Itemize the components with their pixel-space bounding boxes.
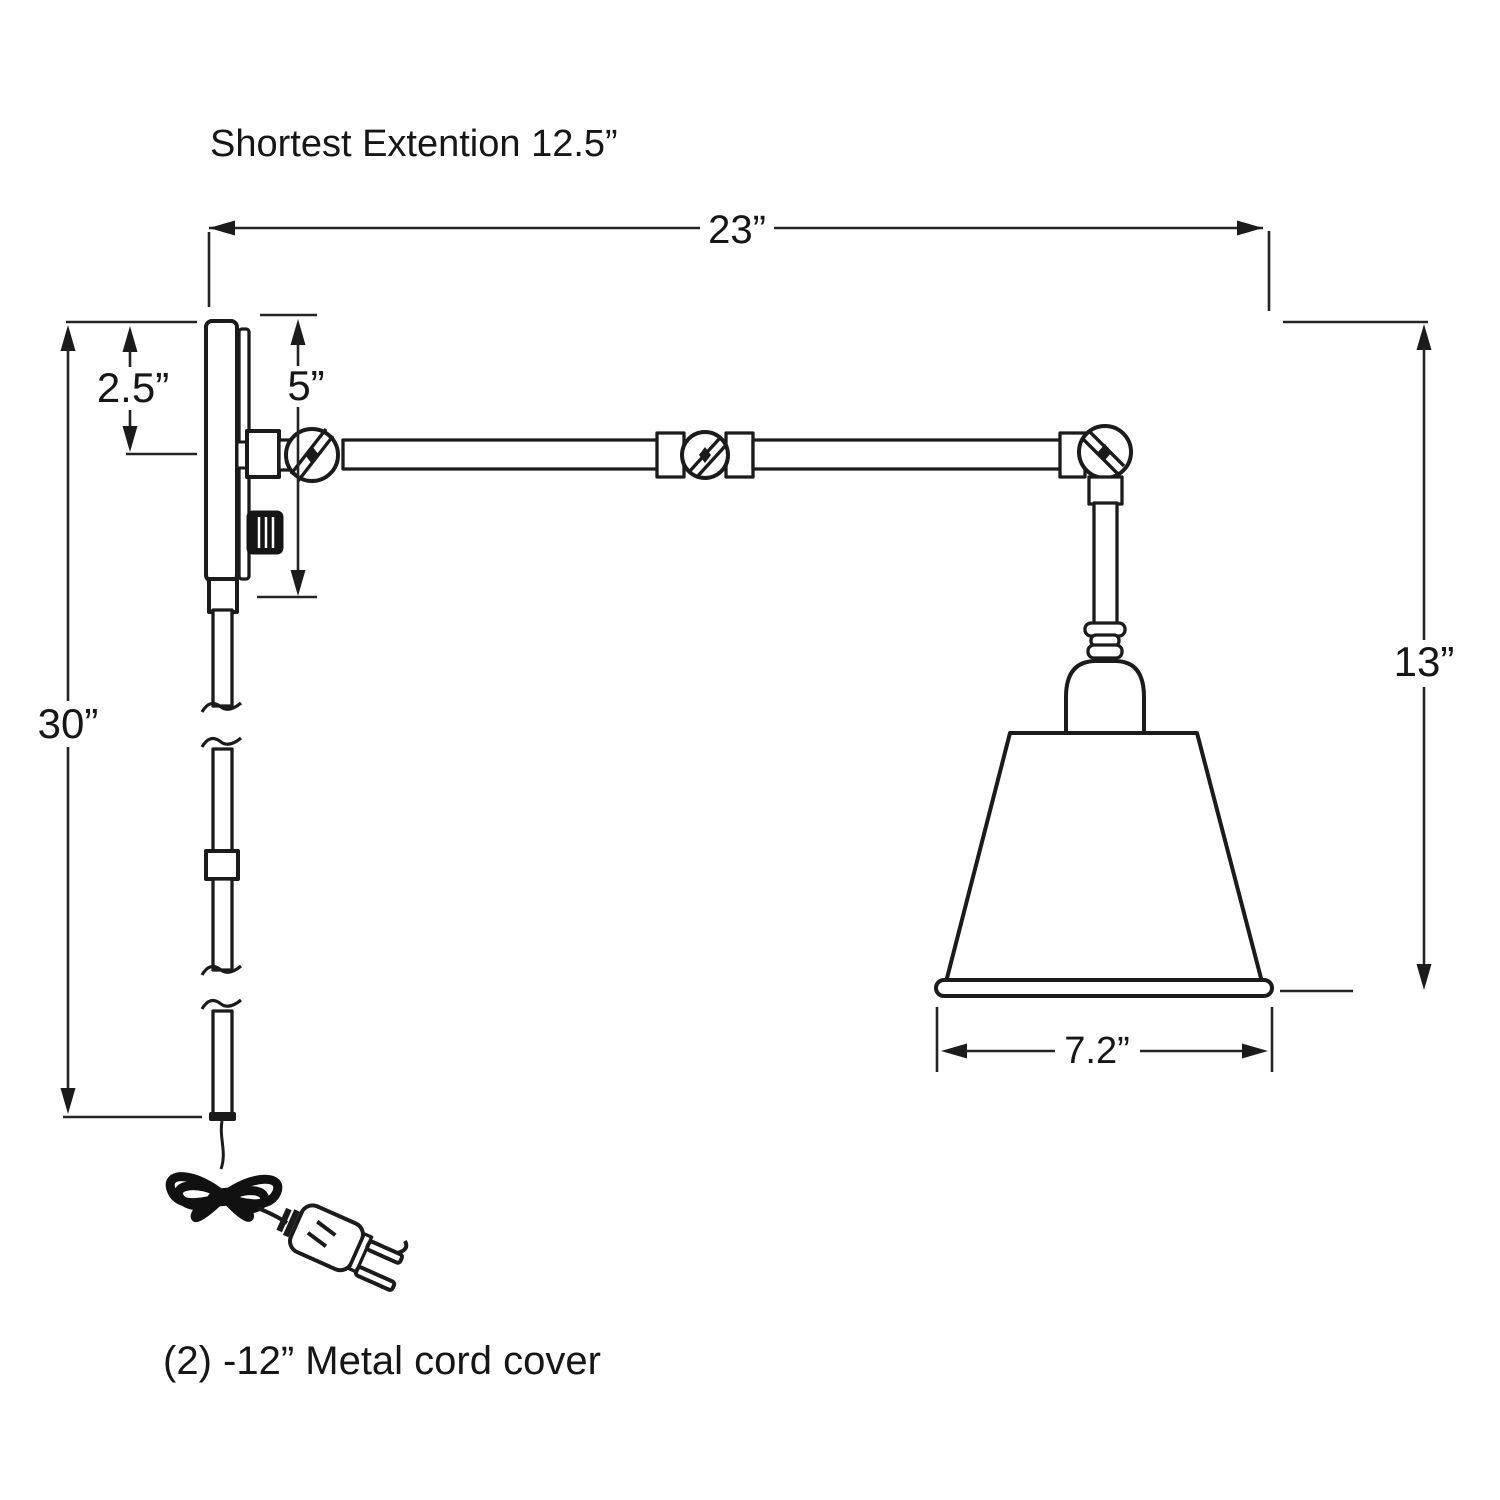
- cord-cover-segment: [211, 1009, 234, 1116]
- arrowhead-down: [1416, 964, 1432, 990]
- dimension-label-13: 13”: [1394, 638, 1455, 685]
- diagram-footnote: (2) -12” Metal cord cover: [163, 1339, 601, 1383]
- dimension-plate-top-offset: 2.5”: [97, 326, 197, 456]
- dimension-overall-extension: 23”: [207, 208, 1271, 311]
- power-plug: [276, 1203, 409, 1292]
- cord-cover-connector: [204, 849, 240, 881]
- arrowhead-right: [1242, 1043, 1268, 1059]
- plug-body-slot: [316, 1220, 337, 1237]
- shade-body: [944, 731, 1264, 984]
- screw-center: [699, 447, 711, 463]
- cord-cover-end-cap: [209, 1112, 236, 1121]
- arrowhead-down: [122, 426, 138, 452]
- elbow-joint: [1058, 424, 1133, 506]
- plug-body-slot: [306, 1231, 328, 1248]
- plug-assembly: [165, 1172, 409, 1292]
- cord-cover-segment: [211, 747, 234, 854]
- plate-bottom-collar: [207, 577, 239, 614]
- arrowhead-up: [1416, 324, 1432, 350]
- cord-loop: [219, 1174, 283, 1209]
- swivel-joint-wall: [284, 427, 340, 483]
- screw-center: [305, 446, 319, 464]
- diagram-title: Shortest Extention 12.5”: [210, 123, 618, 165]
- arrowhead-up: [122, 326, 138, 352]
- dimension-label-7-2: 7.2”: [1064, 1030, 1129, 1072]
- plug-blade: [353, 1265, 397, 1292]
- arrowhead-up: [290, 319, 306, 345]
- cord-knot: [207, 1187, 241, 1207]
- screw-slot-line: [694, 442, 729, 480]
- plug-face: [347, 1232, 374, 1274]
- arrowhead-left: [209, 220, 235, 236]
- dimension-label-5: 5”: [287, 362, 324, 409]
- cord-break-line: [200, 964, 243, 976]
- cord-break-line: [200, 701, 243, 713]
- power-cord-wire: [219, 1120, 225, 1170]
- arrowhead-down: [290, 570, 306, 596]
- arrowhead-down: [60, 1088, 76, 1114]
- arm-pipe: [341, 438, 661, 471]
- swivel-joint-middle: [655, 430, 755, 480]
- front-plate: [204, 319, 239, 583]
- arrowhead-up: [60, 325, 76, 351]
- arrowhead-right: [1237, 220, 1263, 236]
- screw-center: [1098, 444, 1112, 460]
- down-pipe: [1092, 501, 1119, 628]
- cord-tangle: [165, 1172, 283, 1222]
- cord-cover-segment: [211, 608, 234, 708]
- plug-ground-pin: [396, 1240, 409, 1255]
- cord-cover-assembly: [200, 608, 243, 1170]
- arm-collar: [655, 431, 686, 479]
- socket-ring: [1086, 643, 1124, 660]
- arm-collar: [724, 431, 755, 479]
- swing-arm: [235, 424, 1146, 735]
- dimension-label-23: 23”: [708, 208, 766, 252]
- arm-pipe: [751, 438, 1065, 471]
- elbow-collar: [1087, 475, 1124, 506]
- cord-break-line: [200, 736, 243, 748]
- dimension-backplate-height: 5”: [257, 313, 325, 599]
- strain-relief-rib: [276, 1207, 292, 1233]
- socket-cup: [1064, 659, 1146, 735]
- plug-blade: [365, 1239, 404, 1265]
- cord-cover-segment: [211, 877, 234, 972]
- dimension-shade-diameter: 7.2”: [935, 1007, 1274, 1072]
- lamp-shade: [934, 731, 1274, 998]
- dimension-label-2-5: 2.5”: [97, 364, 169, 411]
- shade-bottom-rim: [934, 978, 1274, 998]
- dimension-label-30: 30”: [38, 700, 99, 747]
- dimension-arm-to-shade-bottom: 13”: [1280, 320, 1455, 993]
- dimension-cord-cover-length: 30”: [38, 320, 202, 1119]
- cord-break-line: [200, 998, 243, 1010]
- arrowhead-left: [941, 1043, 967, 1059]
- arm-collar: [245, 429, 281, 479]
- screw-slot-line: [1081, 437, 1120, 476]
- strain-relief-rib: [282, 1209, 300, 1238]
